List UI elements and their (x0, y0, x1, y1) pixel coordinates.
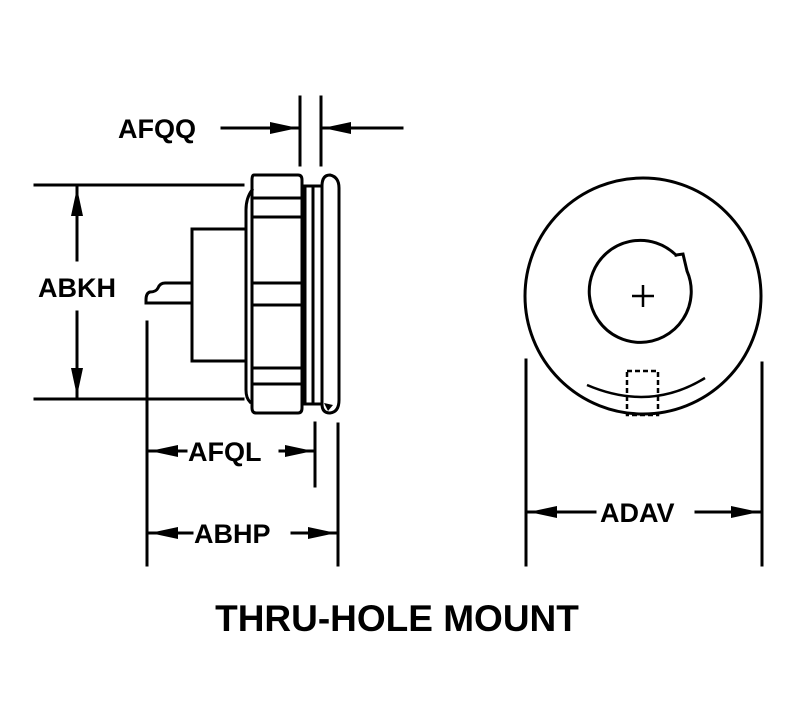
body-edge (244, 187, 255, 405)
flange-notch (324, 403, 333, 411)
adav-label: ADAV (600, 498, 675, 528)
abhp-label: ABHP (194, 519, 271, 549)
hidden-key-outline (625, 369, 660, 417)
terminal (144, 281, 194, 305)
side-view: AFQQ ABKH AFQL ABHP (33, 95, 404, 567)
inner-hole (587, 238, 693, 344)
back-body (190, 227, 248, 363)
abkh-label: ABKH (38, 273, 116, 303)
afql-label: AFQL (188, 437, 262, 467)
flange (320, 173, 341, 415)
front-view: ADAV (523, 176, 764, 567)
diagram-title: THRU-HOLE MOUNT (215, 598, 579, 639)
hex-nut (250, 173, 304, 415)
afqq-label: AFQQ (118, 114, 196, 144)
arc-line (586, 376, 706, 399)
